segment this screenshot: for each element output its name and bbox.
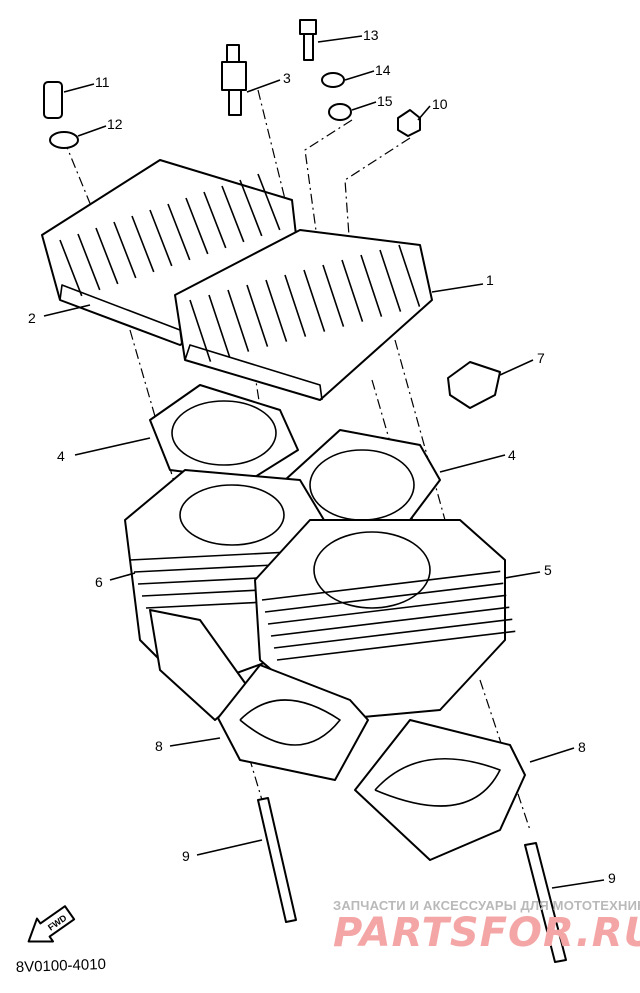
callout-12: 12 — [107, 116, 123, 132]
callout-1: 1 — [486, 272, 494, 288]
bolt-13 — [299, 19, 317, 61]
head-gasket-right — [284, 429, 441, 541]
cooling-fin — [149, 209, 173, 267]
callout-8-left: 8 — [155, 738, 163, 754]
cooling-fin — [276, 630, 516, 661]
cooling-fin — [261, 570, 501, 601]
cooling-fin — [246, 284, 269, 347]
callout-5: 5 — [544, 562, 552, 578]
cooling-fin — [129, 550, 300, 561]
spark-plug — [221, 44, 247, 116]
cooling-fin — [208, 294, 231, 357]
cooling-fin — [265, 279, 288, 342]
cooling-fin — [203, 191, 227, 249]
watermark-tagline: ЗАПЧАСТИ И АКСЕССУАРЫ ДЛЯ МОТОТЕХНИКИ — [333, 898, 640, 913]
cooling-fin — [167, 203, 191, 261]
cylinder-head-right — [174, 229, 433, 401]
cooling-fin — [341, 259, 364, 322]
washer-12 — [49, 131, 79, 149]
cooling-fin — [189, 299, 212, 362]
cooling-fin — [284, 274, 307, 337]
cooling-fin — [59, 239, 83, 297]
cooling-fin — [131, 215, 155, 273]
cooling-fin — [270, 606, 510, 637]
cooling-fin — [221, 185, 245, 243]
cooling-fin — [113, 221, 137, 279]
forward-arrow-icon: FWD — [27, 905, 76, 943]
cooling-fin — [379, 249, 402, 312]
nut-10 — [397, 109, 421, 137]
callout-2: 2 — [28, 310, 36, 326]
cooling-fin — [77, 233, 101, 291]
part-code: 8V0100-4010 — [16, 956, 107, 976]
stud-bolt-right — [524, 842, 567, 963]
cooling-fin — [95, 227, 119, 285]
washer-14 — [321, 72, 345, 88]
cooling-fin — [398, 244, 421, 307]
callout-13: 13 — [363, 27, 379, 43]
callout-8-right: 8 — [578, 739, 586, 755]
callout-11: 11 — [95, 74, 110, 90]
head-gasket-left — [149, 384, 299, 481]
callout-15: 15 — [377, 93, 393, 109]
callout-7: 7 — [537, 350, 545, 366]
base-gasket-right — [354, 719, 526, 861]
callout-6: 6 — [95, 574, 103, 590]
base-gasket-left — [217, 664, 369, 781]
cooling-fin — [227, 289, 250, 352]
callout-10: 10 — [432, 96, 448, 112]
collar-11 — [43, 81, 63, 119]
callout-14: 14 — [375, 62, 391, 78]
stud-bolt-left — [257, 797, 297, 923]
cooling-fin — [322, 264, 345, 327]
callout-4-left: 4 — [57, 448, 65, 464]
cooling-fin — [239, 179, 263, 237]
cooling-fin — [267, 594, 507, 625]
nut-15 — [328, 103, 352, 121]
callout-9-right: 9 — [608, 870, 616, 886]
damper-rubber — [447, 361, 501, 409]
cooling-fin — [303, 269, 326, 332]
cooling-fin — [360, 254, 383, 317]
cooling-fin — [273, 618, 513, 649]
cooling-fin — [185, 197, 209, 255]
leader-lines — [43, 35, 605, 889]
cooling-fin — [257, 173, 281, 231]
cooling-fin — [264, 582, 504, 613]
callout-4-right: 4 — [508, 447, 516, 463]
callout-3: 3 — [283, 70, 291, 86]
watermark-brand: PARTSFOR.RU — [333, 910, 640, 956]
callout-9-left: 9 — [182, 848, 190, 864]
